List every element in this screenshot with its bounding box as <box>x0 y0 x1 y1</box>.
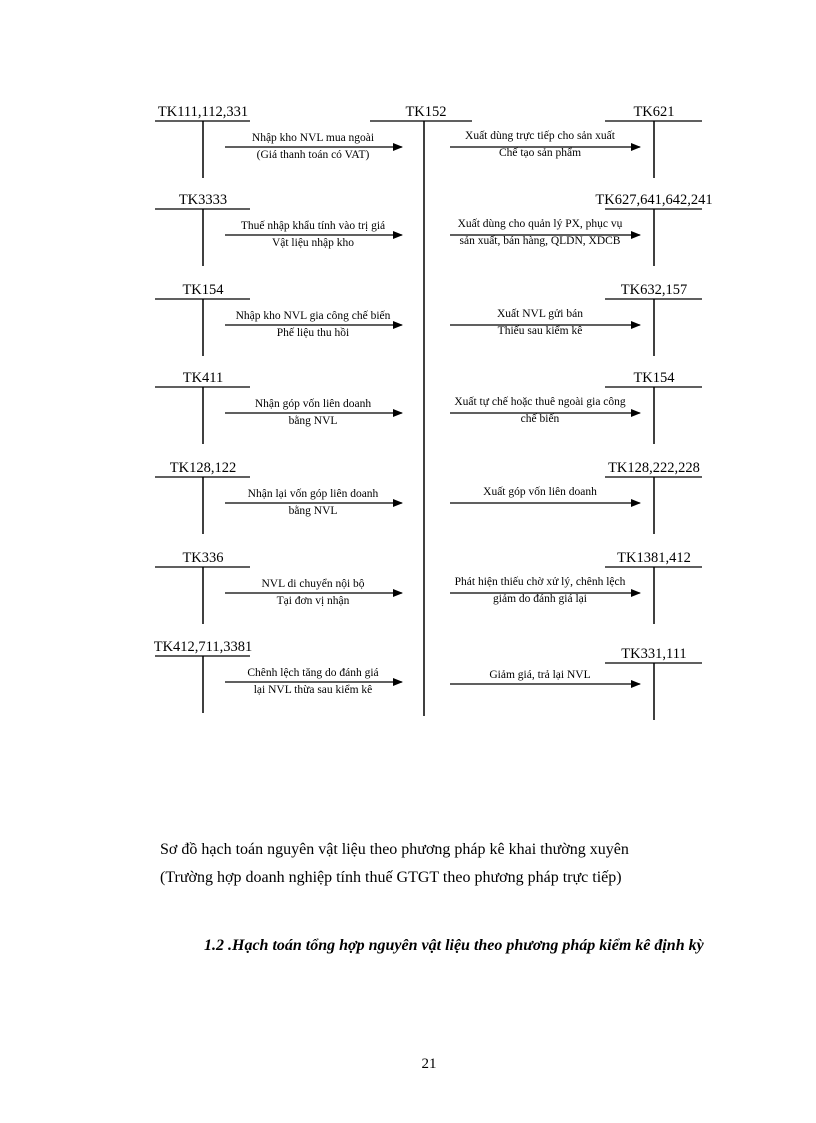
left-arrow-label-2: (Giá thanh toán có VAT) <box>257 149 370 161</box>
left-account-label: TK336 <box>182 550 223 566</box>
right-account-label: TK1381,412 <box>617 550 691 566</box>
right-arrow-label-2: chế biến <box>521 412 560 425</box>
right-account-label: TK128,222,228 <box>608 460 700 476</box>
right-arrow-label-1: Xuất dùng trực tiếp cho sản xuất <box>465 129 616 142</box>
left-arrow-label-2: Vật liệu nhập kho <box>272 237 354 249</box>
right-account-label: TK154 <box>633 370 675 386</box>
caption-line-2: (Trường hợp doanh nghiệp tính thuế GTGT … <box>160 869 622 886</box>
right-account-label: TK331,111 <box>621 646 686 662</box>
right-arrow-label-2: Chế tạo sản phẩm <box>499 146 581 159</box>
right-arrow-label-1: Phát hiện thiếu chờ xử lý, chênh lệch <box>455 575 626 588</box>
center-account-label: TK152 <box>405 104 446 120</box>
left-account-label: TK128,122 <box>170 460 236 476</box>
right-arrow-label-1: Xuất dùng cho quản lý PX, phục vụ <box>458 217 623 230</box>
diagram-caption: Sơ đồ hạch toán nguyên vật liệu theo phư… <box>160 836 760 892</box>
center-t-account: TK152 <box>370 104 472 716</box>
left-arrow-label-1: Thuế nhập khẩu tính vào trị giá <box>241 219 385 232</box>
right-arrow-label-1: Xuất tự chế hoặc thuê ngoài gia công <box>454 395 626 408</box>
section-number: 1.2 <box>204 937 224 954</box>
section-title: .Hạch toán tổng hợp nguyên vật liệu theo… <box>228 937 704 954</box>
left-account-label: TK111,112,331 <box>158 104 248 120</box>
left-arrow-label-1: Chênh lệch tăng do đánh giá <box>247 667 378 679</box>
right-arrow-label-1: Giảm giá, trả lại NVL <box>489 669 590 681</box>
right-arrow-label-1: Xuất NVL gửi bán <box>497 307 583 320</box>
page-number: 21 <box>421 1056 437 1072</box>
left-arrow-label-1: Nhập kho NVL mua ngoài <box>252 132 374 144</box>
left-arrow-label-1: Nhập kho NVL gia công chế biến <box>236 309 391 322</box>
left-arrow-label-1: Nhận lại vốn góp liên doanh <box>248 487 379 500</box>
left-arrow-label-2: lại NVL thừa sau kiểm kê <box>254 683 373 696</box>
right-account-label: TK627,641,642,241 <box>595 192 712 208</box>
right-account-label: TK632,157 <box>621 282 687 298</box>
left-account-label: TK411 <box>183 370 224 386</box>
caption-line-1: Sơ đồ hạch toán nguyên vật liệu theo phư… <box>160 841 629 858</box>
right-arrow-label-1: Xuất góp vốn liên doanh <box>483 485 597 498</box>
left-account-label: TK412,711,3381 <box>154 639 253 655</box>
right-account-label: TK621 <box>633 104 674 120</box>
left-arrow-label-2: bằng NVL <box>289 504 338 517</box>
right-arrow-label-2: Thiếu sau kiểm kê <box>498 324 583 337</box>
left-arrow-label-1: NVL di chuyển nội bộ <box>261 577 364 590</box>
left-arrow-label-1: Nhận góp vốn liên doanh <box>255 397 372 410</box>
right-arrow-label-2: sản xuất, bán hàng, QLDN, XDCB <box>460 234 621 247</box>
left-arrow-label-2: Phế liệu thu hồi <box>277 326 350 339</box>
left-account-label: TK3333 <box>179 192 227 208</box>
left-arrow-label-2: Tại đơn vị nhận <box>277 595 350 607</box>
left-account-label: TK154 <box>182 282 224 298</box>
right-arrow-label-2: giảm do đánh giá lại <box>493 593 587 605</box>
section-heading: 1.2 .Hạch toán tổng hợp nguyên vật liệu … <box>160 930 716 961</box>
left-arrow-label-2: bằng NVL <box>289 414 338 427</box>
